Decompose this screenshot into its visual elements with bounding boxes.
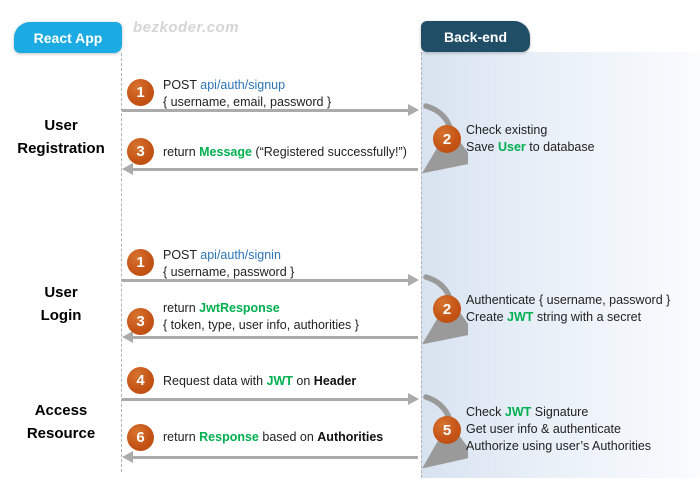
entity-user: User — [497, 140, 526, 154]
endpoint-signup: api/auth/signup — [200, 78, 286, 92]
section-label-registration: User Registration — [17, 117, 105, 157]
step-badge-1-signin: 1 — [127, 249, 154, 276]
actor-react-app: React App — [14, 22, 122, 53]
arrow-resource-response — [122, 451, 418, 463]
entity-jwt-header: JWT — [266, 374, 293, 388]
actor-back-end-label: Back-end — [443, 28, 508, 45]
client-lifeline — [121, 53, 122, 472]
arrow-signin-response — [122, 331, 418, 343]
arrow-signup-response — [122, 163, 418, 175]
msg-login-process: Authenticate { username, password } Crea… — [466, 293, 671, 324]
section-label-access: Access Resource — [26, 402, 96, 442]
arrow-signup-request — [122, 104, 419, 116]
msg-register-response: return Message (“Registered successfully… — [163, 145, 407, 159]
emph-authorities: Authorities — [317, 430, 384, 444]
msg-access-process: Check JWT Signature Get user info & auth… — [466, 405, 652, 453]
entity-jwt-check: JWT — [504, 405, 532, 419]
endpoint-signin: api/auth/signin — [200, 248, 281, 262]
entity-message: Message — [199, 145, 252, 159]
emph-header: Header — [313, 374, 357, 388]
step-badge-2-login-process: 2 — [433, 295, 461, 323]
arrow-resource-request — [122, 393, 419, 405]
step-badge-6-access-return: 6 — [127, 424, 154, 451]
msg-register-process: Check existing Save User to database — [466, 123, 595, 154]
step-badge-3-login-return: 3 — [127, 308, 154, 335]
step-badge-2-register-process: 2 — [433, 125, 461, 153]
msg-resource-request: Request data with JWT on Header — [163, 374, 357, 388]
entity-jwt: JWT — [507, 310, 534, 324]
step-badge-1-signup: 1 — [127, 79, 154, 106]
entity-response: Response — [199, 430, 259, 444]
msg-signup-request: POST api/auth/signup { username, email, … — [163, 78, 332, 109]
actor-react-app-label: React App — [33, 29, 103, 46]
step-badge-5-access-process: 5 — [433, 416, 461, 444]
watermark: bezkoder.com — [133, 19, 240, 36]
arrow-signin-request — [122, 274, 419, 286]
server-lifeline — [421, 52, 422, 478]
actor-back-end: Back-end — [421, 21, 530, 52]
msg-login-response: return JwtResponse { token, type, user i… — [163, 301, 359, 332]
entity-jwtresponse: JwtResponse — [199, 301, 280, 315]
msg-signin-request: POST api/auth/signin { username, passwor… — [163, 248, 295, 279]
step-badge-4-request-data: 4 — [127, 367, 154, 394]
backend-region-panel — [421, 52, 700, 478]
msg-resource-response: return Response based on Authorities — [163, 430, 384, 444]
step-badge-3-register-return: 3 — [127, 138, 154, 165]
section-label-login: User Login — [40, 284, 82, 324]
